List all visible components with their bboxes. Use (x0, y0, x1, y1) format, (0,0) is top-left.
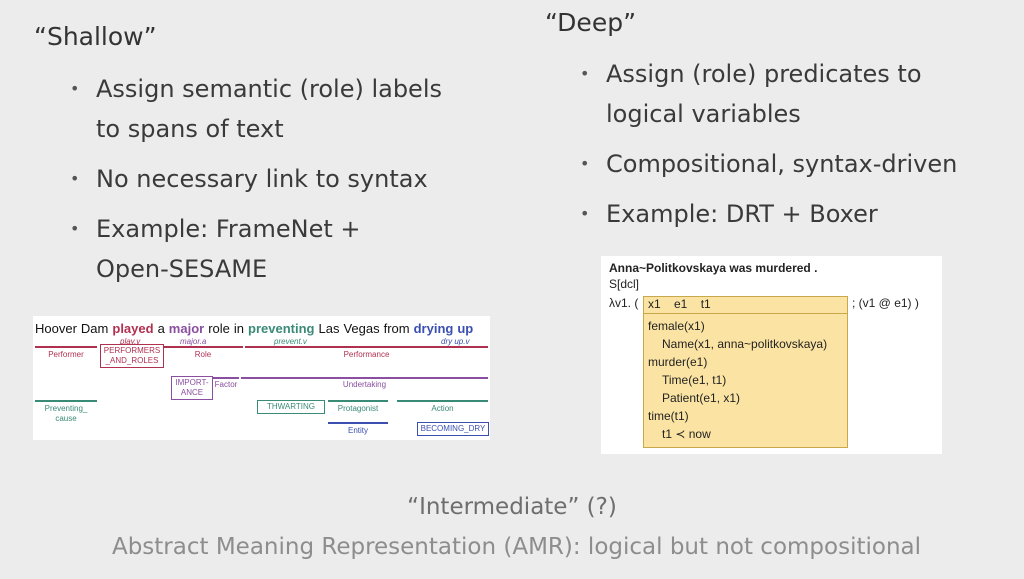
drs-condition: Name(x1, anna~politkovskaya) (662, 337, 828, 351)
frame-name-box: PERFORMERS_AND_ROLES (100, 344, 164, 368)
word: Hoover (35, 321, 77, 336)
frame-element-label: Action (431, 404, 454, 413)
bullet-text: No necessary link to syntax (96, 165, 428, 193)
frame-element-line: Preventing_ (44, 404, 88, 413)
drs-condition: murder(e1) (648, 355, 708, 369)
frame-element-label: Factor (214, 380, 238, 389)
frame-element-label: Entity (347, 426, 368, 435)
intermediate-heading: “Intermediate” (?) (407, 494, 617, 520)
target-word: major (168, 321, 205, 336)
frame-element-label: Role (194, 350, 212, 359)
word: role (208, 321, 230, 336)
lexical-unit-label: prevent.v (274, 337, 307, 346)
shallow-bullet-list: Assign semantic (role) labels to spans o… (70, 69, 442, 299)
amr-description: Abstract Meaning Representation (AMR): l… (111, 534, 922, 560)
frame-element-bar (163, 346, 243, 348)
frame-element-bar (328, 422, 388, 424)
target-word: preventing (248, 321, 315, 336)
word: from (383, 321, 410, 336)
frame-name-line: ANCE (180, 388, 204, 397)
drs-condition: t1 ≺ now (662, 427, 711, 441)
frame-element-label: Performance (343, 350, 390, 359)
frame-name-box: IMPORT-ANCE (171, 376, 213, 400)
drs-condition: time(t1) (648, 409, 689, 423)
bullet-text: Open-SESAME (96, 255, 268, 283)
shallow-bullet: Example: FrameNet + Open-SESAME (70, 209, 442, 289)
word: Vegas (343, 321, 380, 336)
frame-element-label: Protagonist (337, 404, 379, 413)
bullet-text: Example: DRT + Boxer (606, 200, 878, 228)
drt-boxer-figure: Anna~Politkovskaya was murdered . S[dcl]… (601, 256, 942, 454)
lexical-unit-label: play.v (120, 337, 141, 346)
bullet-text: Assign (role) predicates to (606, 60, 922, 88)
drt-sentence: Anna~Politkovskaya was murdered . (609, 261, 818, 275)
bullet-text: Assign semantic (role) labels (96, 75, 442, 103)
frame-name-box: THWARTING (257, 400, 325, 414)
frame-element-bar (35, 346, 97, 348)
frame-element-line: cause (55, 414, 77, 423)
frame-element-bar (213, 377, 239, 379)
bullet-text: logical variables (606, 100, 801, 128)
shallow-heading: “Shallow” (34, 22, 157, 51)
bullet-text: Example: FrameNet + (96, 215, 361, 243)
frame-name-box: BECOMING_DRY (417, 422, 489, 436)
frame-element-bar (245, 346, 488, 348)
frame-name-line: PERFORMERS (103, 346, 161, 355)
drs-referents-text: x1 e1 t1 (648, 297, 711, 311)
ccg-category: S[dcl] (609, 277, 640, 291)
frame-name-line: IMPORT- (175, 378, 209, 387)
target-word: up (457, 321, 474, 336)
deep-heading: “Deep” (545, 8, 637, 37)
word: in (233, 321, 245, 336)
word: Dam (80, 321, 109, 336)
drs-condition: Patient(e1, x1) (662, 391, 741, 405)
shallow-bullet: Assign semantic (role) labels to spans o… (70, 69, 442, 149)
frame-element-bar (241, 377, 488, 379)
shallow-bullet: No necessary link to syntax (70, 159, 442, 199)
word: a (157, 321, 165, 336)
drs-box: x1 e1 t1 female(x1) Name(x1, anna~politk… (643, 296, 848, 448)
lambda-suffix: ; (v1 @ e1) ) (852, 296, 919, 310)
target-word: drying (413, 321, 454, 336)
lambda-prefix: λv1. ( (609, 296, 639, 310)
bullet-text: to spans of text (96, 115, 284, 143)
deep-bullet-list: Assign (role) predicates to logical vari… (580, 54, 957, 244)
deep-bullet: Example: DRT + Boxer (580, 194, 957, 234)
frame-element-label: Performer (48, 350, 84, 359)
deep-bullet: Assign (role) predicates to logical vari… (580, 54, 957, 134)
drs-condition: female(x1) (648, 319, 705, 333)
lexical-unit-label: major.a (180, 337, 207, 346)
lexical-unit-label: dry up.v (441, 337, 470, 346)
drs-condition: Time(e1, t1) (662, 373, 727, 387)
target-word: played (112, 321, 154, 336)
bullet-text: Compositional, syntax-driven (606, 150, 958, 178)
frame-element-label: Preventing_cause (35, 404, 97, 424)
frame-element-bar (328, 400, 388, 402)
frame-name-line: _AND_ROLES (105, 356, 159, 365)
drs-referents: x1 e1 t1 (644, 297, 847, 314)
frame-element-bar (35, 400, 97, 402)
word: Las (318, 321, 340, 336)
frame-element-bar (397, 400, 488, 402)
frame-element-label: Undertaking (342, 380, 387, 389)
deep-bullet: Compositional, syntax-driven (580, 144, 957, 184)
